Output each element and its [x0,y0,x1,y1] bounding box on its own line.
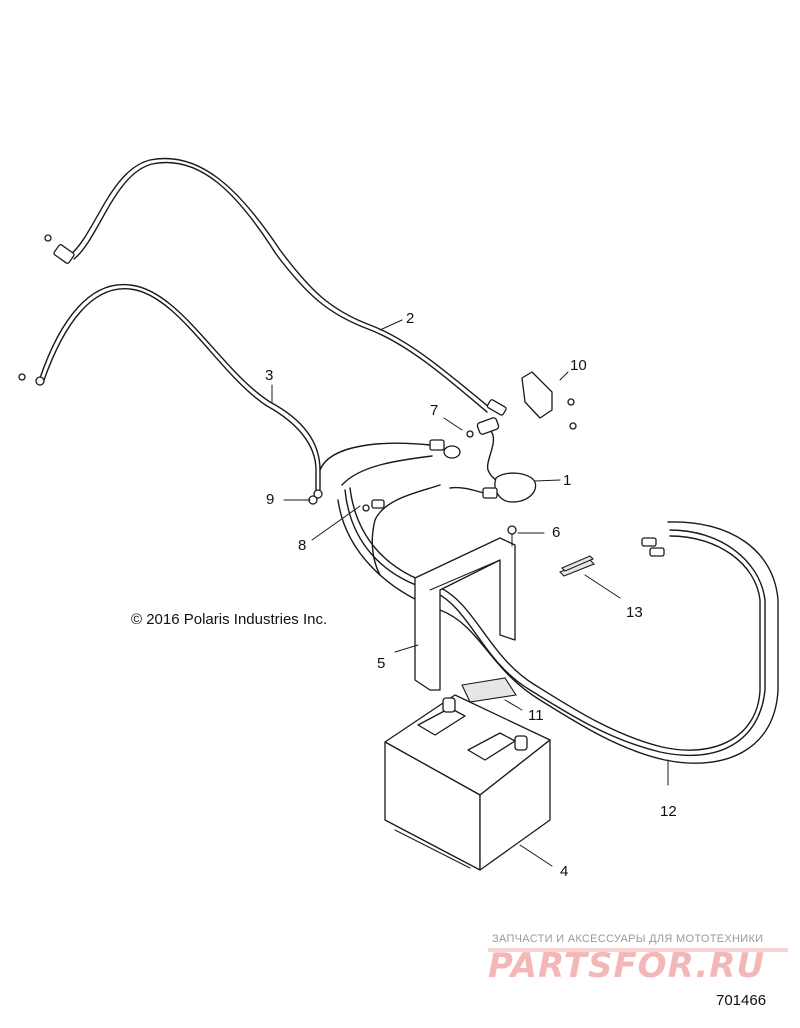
callout-13: 13 [626,604,643,621]
part-13-strip [559,555,595,577]
callout-12: 12 [660,803,677,820]
part-1-boot [449,472,537,503]
part-4-battery [384,694,551,871]
callout-8: 8 [298,537,307,554]
callout-1: 1 [563,472,572,489]
part-10-bracket [521,371,577,430]
part-11-label [461,677,517,703]
cable-2 [44,157,507,416]
watermark-bars [488,948,788,952]
callout-4: 4 [560,863,569,880]
part-6-bolt [507,525,517,547]
watermark-tagline: ЗАПЧАСТИ И АКСЕССУАРЫ ДЛЯ МОТОТЕХНИКИ [492,933,764,945]
callout-6: 6 [552,524,561,541]
watermark-logo: PARTSFOR.RU [488,946,766,986]
copyright-text: © 2016 Polaris Industries Inc. [131,611,328,628]
figure-id: 701466 [716,992,767,1009]
callout-10: 10 [570,357,587,374]
callout-11: 11 [528,707,544,724]
callout-3: 3 [265,367,274,384]
cable-3 [18,283,323,499]
callout-9: 9 [266,491,275,508]
part-5-bracket [414,537,516,691]
callout-7: 7 [430,402,439,419]
short-cables [319,417,506,486]
leader-lines [271,319,669,867]
callout-5: 5 [377,655,386,672]
callout-2: 2 [406,310,415,327]
